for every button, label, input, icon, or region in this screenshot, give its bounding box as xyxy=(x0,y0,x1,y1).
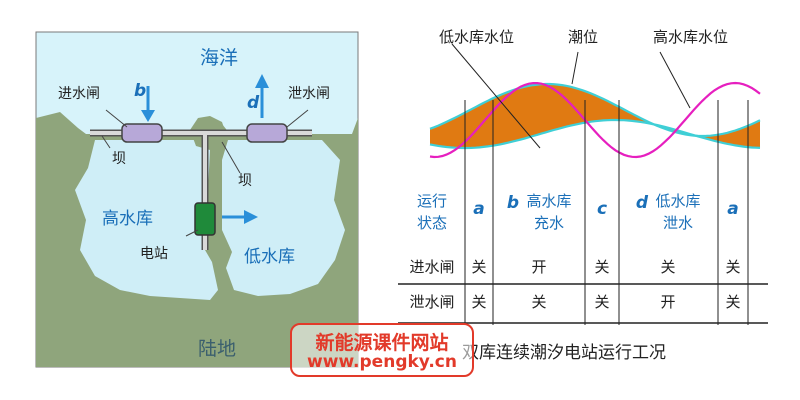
legend-low-pointer xyxy=(451,43,541,149)
status-header-label: 状态 xyxy=(417,214,447,232)
gate-status-cell: 开 xyxy=(660,293,675,311)
state-description: 充水 xyxy=(534,214,564,232)
figure-caption: 双库连续潮汐电站运行工况 xyxy=(462,343,666,363)
arrow-b-head xyxy=(141,110,155,122)
outlet-gate-shape xyxy=(246,123,288,143)
gate-row-label: 泄水闸 xyxy=(409,293,454,311)
watermark-url: www.pengky.cn xyxy=(307,352,457,372)
gate-status-cell: 关 xyxy=(471,293,486,311)
arrow-d-label: d xyxy=(247,93,260,113)
dam-left-label: 坝 xyxy=(112,151,126,167)
arrow-d-head xyxy=(255,74,269,88)
dam-right-pointer xyxy=(221,141,241,174)
flow-arrow-head xyxy=(244,210,258,224)
arrow-b-label: b xyxy=(134,81,146,101)
watermark-title: 新能源课件网站 xyxy=(315,332,449,354)
state-letter: a xyxy=(727,199,738,219)
state-letter: a xyxy=(473,199,484,219)
dam-right-label: 坝 xyxy=(238,173,252,189)
tide-level-line xyxy=(429,81,761,159)
legend-low-reservoir: 低水库水位 xyxy=(439,28,514,46)
status-header-label: 运行 xyxy=(417,192,447,210)
state-description: 泄水 xyxy=(663,214,693,232)
low-reservoir-label: 低水库 xyxy=(244,247,295,267)
state-letter: c xyxy=(597,199,607,219)
legend-tide-pointer xyxy=(571,51,579,85)
state-description: 低水库 xyxy=(655,192,700,210)
gate-status-cell: 关 xyxy=(471,258,486,276)
gate-status-cell: 开 xyxy=(531,258,546,276)
legend-high-pointer xyxy=(659,51,691,109)
legend-tide: 潮位 xyxy=(568,28,598,46)
state-letter: b xyxy=(507,193,519,213)
dam-left-pointer xyxy=(101,135,111,149)
inlet-gate-label: 进水闸 xyxy=(58,86,100,102)
state-letter: d xyxy=(636,193,649,213)
high-reservoir-area xyxy=(75,140,218,300)
ocean-label: 海洋 xyxy=(200,47,238,69)
legend-high-reservoir: 高水库水位 xyxy=(653,28,728,46)
low-reservoir-level-line xyxy=(429,118,761,150)
inlet-gate-shape xyxy=(121,123,163,143)
gate-status-cell: 关 xyxy=(531,293,546,311)
gate-status-cell: 关 xyxy=(725,258,740,276)
land-label: 陆地 xyxy=(198,338,236,360)
power-station-label: 电站 xyxy=(140,246,168,262)
state-description: 高水库 xyxy=(526,192,571,210)
low-reservoir-area xyxy=(222,140,345,296)
power-station-shape xyxy=(194,202,216,236)
outlet-gate-pointer xyxy=(286,109,309,128)
station-pointer xyxy=(185,229,199,237)
gate-status-cell: 关 xyxy=(594,258,609,276)
inlet-gate-pointer xyxy=(105,109,128,128)
watermark: 新能源课件网站 www.pengky.cn xyxy=(290,323,474,377)
gate-status-cell: 关 xyxy=(660,258,675,276)
outlet-gate-label: 泄水闸 xyxy=(288,86,330,102)
gate-status-cell: 关 xyxy=(594,293,609,311)
gate-row-label: 进水闸 xyxy=(409,258,454,276)
wave-chart xyxy=(429,81,761,159)
gate-status-cell: 关 xyxy=(725,293,740,311)
high-reservoir-level-line xyxy=(429,82,761,138)
high-reservoir-label: 高水库 xyxy=(102,209,153,229)
